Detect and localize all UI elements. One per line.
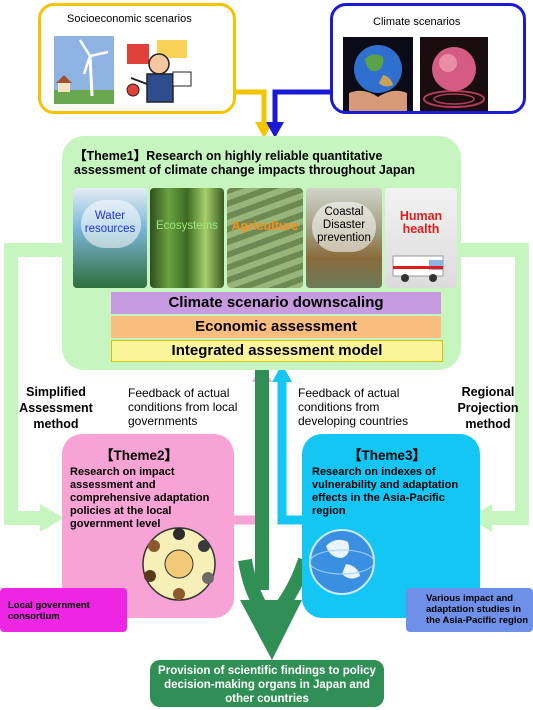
socio-label: Socioeconomic scenarios	[67, 13, 192, 25]
human-health-photo: Human health	[385, 188, 457, 288]
regional-projection-label: Regional Projection method	[457, 385, 519, 431]
climate-arrowhead	[266, 122, 284, 138]
final-output-box: Provision of scientific findings to poli…	[150, 660, 384, 707]
local-government-consortium: Local government consortium	[0, 588, 127, 632]
integrated-model-bar: Integrated assessment model	[111, 340, 443, 362]
economic-assessment-bar: Economic assessment	[111, 316, 441, 338]
climate-label: Climate scenarios	[373, 16, 461, 28]
theme3-block: 【Theme3】 Research on indexes of vulnerab…	[302, 434, 480, 618]
output-arrow-shaft	[238, 360, 312, 614]
theme2-title: 【Theme2】	[100, 448, 179, 463]
ecosystems-photo: Ecosystems	[150, 188, 224, 288]
cyan-feedback-arrow	[277, 378, 302, 525]
theme3-text: Research on indexes of vulnerability and…	[312, 466, 459, 517]
theme1-title: 【Theme1】Research on highly reliable quan…	[74, 149, 416, 177]
various-studies-box: Various impact and adaptation studies in…	[406, 588, 533, 632]
theme2-block: 【Theme2】 Research on impact assessment a…	[62, 434, 234, 618]
meeting-circle-icon	[142, 527, 216, 601]
red-earth-icon	[420, 37, 488, 111]
agriculture-photo: Agriculture	[227, 188, 303, 288]
coastal-disaster-photo: Coastal Disaster prevention	[306, 188, 382, 288]
right-loop-arrow	[461, 243, 529, 525]
right-loop-arrowhead	[468, 504, 492, 532]
ambulance-icon	[392, 255, 444, 282]
climate-connector	[272, 89, 330, 124]
feedback-local-label: Feedback of actual conditions from local…	[128, 386, 238, 428]
socioeconomic-scenarios-box: Socioeconomic scenarios	[38, 3, 236, 114]
wind-turbine-icon	[54, 36, 114, 104]
water-resources-photo: Water resources	[73, 188, 147, 288]
globe-icon	[309, 529, 375, 595]
agriculture-label: Agriculture	[231, 219, 299, 233]
human-health-label: Human health	[399, 209, 443, 236]
left-loop-arrowhead	[40, 504, 64, 532]
feedback-developing-label: Feedback of actual conditions from devel…	[298, 386, 409, 428]
businessman-illustration-icon	[126, 40, 192, 103]
cyan-feedback-arrowhead	[272, 364, 292, 382]
output-arrowhead	[240, 600, 302, 660]
coastal-disaster-label: Coastal Disaster prevention	[317, 206, 371, 244]
theme2-text: Research on impact assessment and compre…	[70, 466, 210, 530]
ecosystems-label: Ecosystems	[156, 220, 218, 232]
earth-in-hands-icon	[343, 37, 413, 111]
socio-connector	[236, 89, 267, 124]
water-resources-label: Water resources	[84, 210, 136, 235]
simplified-assessment-label: Simplified Assessment method	[19, 385, 93, 431]
climate-scenarios-box: Climate scenarios	[330, 3, 526, 114]
left-loop-arrow	[4, 243, 62, 525]
theme3-title: 【Theme3】	[348, 448, 427, 463]
climate-downscaling-bar: Climate scenario downscaling	[111, 292, 441, 314]
